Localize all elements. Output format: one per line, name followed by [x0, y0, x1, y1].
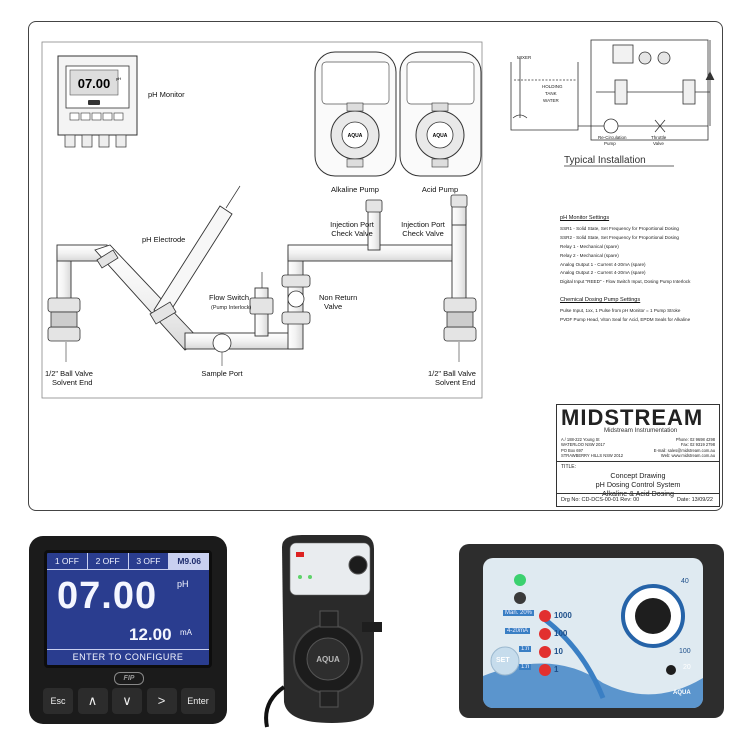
monitor-status-bar: 1 OFF 2 OFF 3 OFF M9.06: [47, 553, 209, 570]
acid-pump-drawing: AQUA: [399, 51, 482, 177]
monitor-ph-value: 07.00: [57, 575, 158, 617]
fip-logo: FIP: [114, 672, 144, 685]
up-key[interactable]: ∧: [77, 688, 108, 714]
alkaline-pump-brand: AQUA: [348, 133, 363, 139]
ph-electrode-label: pH Electrode: [142, 235, 185, 244]
monitor-screen-value: 07.00: [78, 76, 111, 91]
monitor-screen: 1 OFF 2 OFF 3 OFF M9.06 07.00 pH 12.00 m…: [44, 550, 212, 668]
ph-monitor-drawing: 07.00 pH: [57, 55, 138, 148]
enter-key[interactable]: Enter: [181, 688, 215, 714]
typical-installation-diagram: [510, 39, 715, 141]
range-10: 10: [554, 647, 563, 656]
ph-monitor-label: pH Monitor: [148, 90, 185, 99]
ball-valve-right-label: 1/2" Ball Valve: [428, 369, 476, 378]
range-1: 1: [554, 665, 559, 674]
pump-photo: AQUA: [264, 535, 382, 728]
inner-frame: [41, 41, 483, 399]
range-100: 100: [554, 629, 568, 638]
dial-mark-100: 100: [679, 648, 691, 655]
non-return-label: Non Return: [319, 293, 357, 302]
acid-pump-brand: AQUA: [433, 133, 448, 139]
check-valve-right-label: Check Valve: [402, 229, 444, 238]
title-block: MIDSTREAM Midstream Instrumentation A / …: [556, 404, 720, 507]
company-address: A / 188-222 Young St WATERLOO NSW 2017 P…: [561, 437, 624, 459]
pump-panel-photo: Man. 20% 4-20mA 1:n 1:n 1000 100 10 1 40…: [459, 544, 724, 718]
pump-photo-brand: AQUA: [316, 655, 340, 664]
injection-port-right-label: Injection Port: [401, 220, 446, 229]
ph-setting-ssr2: SSR2 - Solid State, Set Frequency for Pr…: [560, 234, 679, 240]
ph-setting-ao2: Analog Output 2 - Current 4-20mA (spare): [560, 270, 646, 276]
fittings: [47, 194, 477, 353]
panel-brand: AQUA: [673, 690, 691, 696]
panel-face: Man. 20% 4-20mA 1:n 1:n 1000 100 10 1 40…: [483, 558, 703, 708]
ph-monitor-settings-heading: pH Monitor Settings: [560, 215, 610, 221]
dial-mark-20: 20: [683, 664, 691, 671]
monitor-keypad: Esc ∧ ∨ > Enter: [43, 688, 215, 714]
down-key[interactable]: ∨: [112, 688, 142, 714]
flow-switch-sub-label: (Pump Interlock): [211, 305, 252, 311]
company-contact: Phone: 02 9698 4298 Fax: 02 9319 2798 E-…: [653, 437, 715, 459]
ball-valve-left-label: 1/2" Ball Valve: [45, 369, 93, 378]
throttle-valve-label: Throttle: [651, 135, 667, 140]
sample-port-label: Sample Port: [201, 369, 243, 378]
monitor-photo: 1 OFF 2 OFF 3 OFF M9.06 07.00 pH 12.00 m…: [29, 536, 227, 724]
settings-notes: pH Monitor Settings SSR1 - Solid State, …: [560, 214, 720, 325]
company-name: Midstream Instrumentation: [604, 427, 678, 434]
drawing-date: Date: 13/09/22: [676, 497, 713, 503]
esc-key[interactable]: Esc: [43, 688, 73, 714]
monitor-ma-value: 12.00: [129, 625, 172, 644]
ph-setting-ssr1: SSR1 - Solid State, Set Frequency for Pr…: [560, 225, 679, 231]
panel-graphics: [483, 574, 703, 708]
leader-lines: [65, 342, 460, 366]
dial-mark-40: 40: [681, 578, 689, 585]
ph-setting-relay2: Relay 2 - Mechanical (spare): [560, 252, 619, 258]
monitor-ph-unit: pH: [177, 579, 189, 589]
tank-label: TANK: [545, 91, 557, 96]
injection-port-left-label: Injection Port: [330, 220, 375, 229]
range-1000: 1000: [554, 611, 572, 620]
typical-installation-caption: Typical Installation: [564, 155, 646, 166]
ph-setting-relay1: Relay 1 - Mechanical (spare): [560, 243, 619, 249]
set-button[interactable]: SET: [496, 657, 510, 664]
check-valve-left-label: Check Valve: [331, 229, 373, 238]
pump-setting-pulse: Pulse Input, 1xx, 1 Pulse from pH Monito…: [560, 308, 681, 314]
mode-man-label: Man. 20%: [503, 610, 535, 616]
acid-pump-label: Acid Pump: [422, 185, 458, 194]
mixer-label: MIXER: [517, 55, 532, 60]
monitor-screen-unit: pH: [116, 76, 121, 81]
mode-1n-label-2: 1:n: [519, 664, 532, 670]
monitor-ma-unit: mA: [180, 628, 192, 637]
flow-switch-label: Flow Switch: [209, 293, 249, 302]
solvent-end-right-label: Solvent End: [435, 378, 475, 387]
pipework: [56, 185, 467, 351]
alkaline-pump-label: Alkaline Pump: [331, 185, 379, 194]
pump-setting-head: PVDF Pump Head, Viton Seal for Acid, EPD…: [560, 317, 691, 323]
non-return-label-2: Valve: [324, 302, 342, 311]
solvent-end-left-label: Solvent End: [52, 378, 92, 387]
throttle-valve-label-2: Valve: [653, 141, 664, 146]
monitor-prompt: ENTER TO CONFIGURE: [47, 649, 209, 665]
drawing-number-row: Drg No: CD-DCS-00-01 Rev: 00 Date: 13/09…: [557, 493, 719, 506]
holding-label: HOLDING: [542, 84, 563, 89]
ph-setting-digital-input: Digital Input "REED" - Flow Switch Input…: [560, 279, 691, 285]
mode-4-20ma-label: 4-20mA: [505, 628, 531, 634]
company-logo: MIDSTREAM: [561, 405, 704, 430]
recirc-pump-label: Re-Circulation: [598, 135, 627, 140]
right-key[interactable]: >: [146, 688, 177, 714]
pump-settings-heading: Chemical Dosing Pump Settings: [560, 297, 641, 304]
ph-setting-ao1: Analog Output 1 - Current 4-20mA (spare): [560, 261, 646, 267]
water-label: WATER: [543, 98, 559, 103]
title-label: TITLE:: [561, 464, 577, 470]
alkaline-pump-drawing: AQUA: [314, 51, 397, 177]
drawing-number: Drg No: CD-DCS-00-01 Rev: 00: [561, 497, 640, 503]
recirc-pump-label-2: Pump: [604, 141, 616, 146]
mode-1n-label: 1:n: [519, 646, 532, 652]
